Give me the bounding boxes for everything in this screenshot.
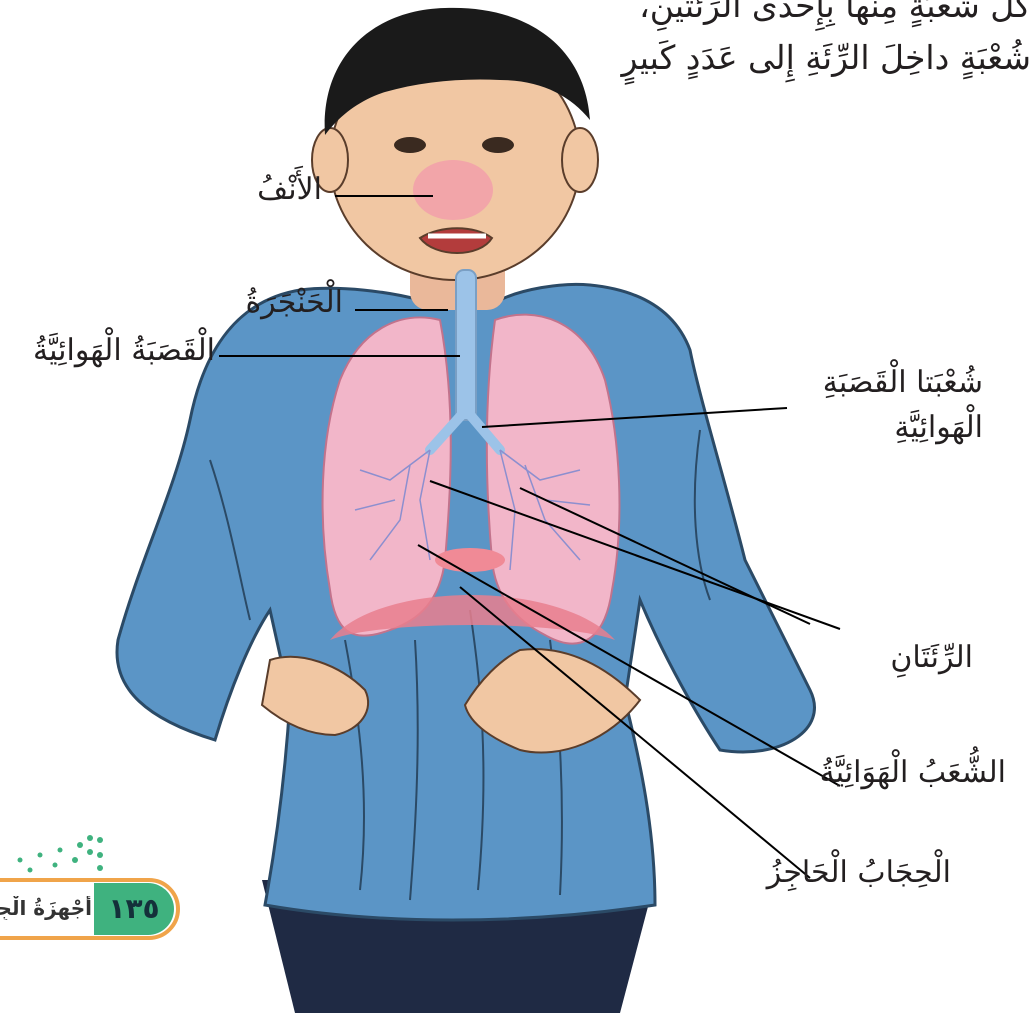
label-larynx: الْحَنْجَرَةُ (245, 285, 343, 321)
left-eye (394, 137, 426, 153)
label-diaphragm: الْحِجَابُ الْحَاجِزُ (767, 855, 951, 891)
label-nose: الأَنْفُ (257, 172, 322, 208)
chapter-title: أَجْهِزَةُ الْجِسْمِ (0, 896, 92, 920)
intro-text-line-1: كُلُّ شُعْبَةٍ مِنْها بِإِحْدى الرِّئَتَ… (639, 0, 1031, 26)
right-ear (562, 128, 598, 192)
label-bronchi-line-1: شُعْبَتا الْقَصَبَةِ (823, 365, 983, 401)
intro-text-line-2: شُعْبَةٍ داخِلَ الرِّئَةِ إِلى عَدَدٍ كَ… (621, 38, 1031, 78)
nose-highlight (413, 160, 493, 220)
label-trachea: الْقَصَبَةُ الْهَوائِيَّةُ (33, 333, 215, 369)
label-bronchioles: الشُّعَبُ الْهَوَائِيَّةُ (820, 755, 1006, 791)
ministry-logo (18, 835, 104, 873)
trachea-tube (456, 270, 476, 420)
page-number: ١٣٥ (94, 883, 174, 935)
label-lungs: الرِّئَتَانِ (890, 640, 973, 676)
right-eye (482, 137, 514, 153)
label-bronchi-line-2: الْهَوائِيَّةِ (894, 410, 983, 446)
